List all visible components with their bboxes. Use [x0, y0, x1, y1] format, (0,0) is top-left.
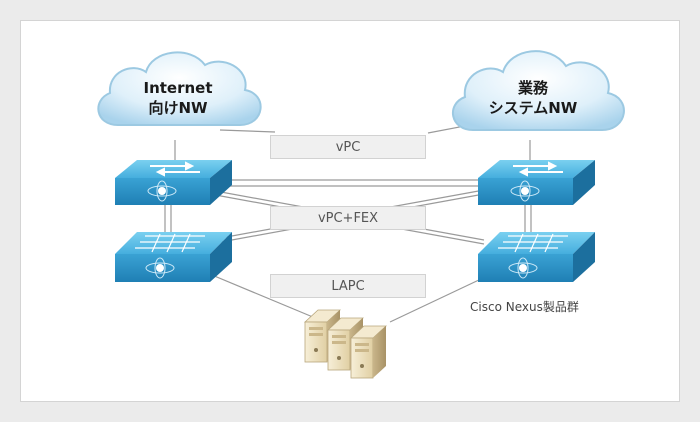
fex-switch-icon: [478, 232, 595, 282]
cloud-label-business: 業務 システムNW: [478, 78, 588, 118]
layer3-switch-icon: [478, 160, 595, 205]
cloud-icon: [97, 51, 262, 126]
cloud-icon: [451, 50, 625, 131]
product-caption: Cisco Nexus製品群: [470, 300, 579, 314]
cloud-label-line1: Internet: [143, 79, 213, 97]
cloud-label-line2: 向けNW: [148, 99, 208, 117]
cloud-label-line2: システムNW: [488, 99, 578, 117]
server-rack-icon: [303, 309, 388, 379]
link-label-vpc: vPC: [270, 135, 426, 159]
link-label-vpc-fex: vPC+FEX: [270, 206, 426, 230]
layer3-switch-icon: [115, 160, 232, 205]
fex-switch-icon: [115, 232, 232, 282]
link-label-lapc: LAPC: [270, 274, 426, 298]
cloud-label-internet: Internet 向けNW: [128, 78, 228, 118]
cloud-label-line1: 業務: [517, 79, 548, 97]
